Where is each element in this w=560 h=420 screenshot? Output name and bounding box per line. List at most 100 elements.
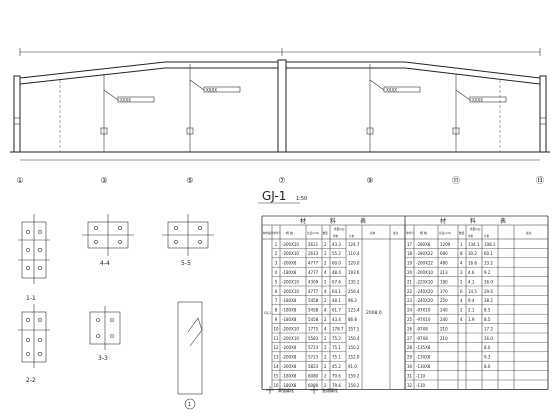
row-right-qty: 2 — [460, 279, 463, 284]
row-left-total-weight: 150.2 — [348, 345, 360, 350]
row-left-total-weight: 123.4 — [348, 308, 360, 313]
header-spec: 规 格 — [286, 230, 293, 235]
row-right-spec: -130X8 — [416, 355, 431, 360]
row-left-length: 5458 — [308, 317, 319, 322]
row-right-part-no: 21 — [407, 279, 413, 284]
detail-1-1 — [18, 214, 50, 284]
row-left-part-no: 10 — [273, 326, 279, 331]
row-left-spec: -180X8 — [282, 308, 297, 313]
table-title-left-char: 料 — [330, 217, 336, 225]
row-right-total-weight: 29.6 — [484, 289, 493, 294]
portal-frame-elevation: XXXX XXXX XXXX XXXX ① ③ ⑤ ⑦ ⑨ ⑪ ⑬ GJ-1 1… — [10, 48, 550, 204]
legend: 高强螺栓 普通螺栓 — [266, 386, 338, 394]
connection-details: 1-1 4-4 5-5 2-2 — [18, 214, 214, 410]
row-left-qty: 2 — [324, 364, 327, 369]
section-label-2-2: 2-2 — [26, 377, 36, 384]
interior-struts — [59, 64, 501, 152]
row-left-spec: -180X8 — [282, 270, 297, 275]
row-right-length: 1209 — [440, 242, 451, 247]
legend-item-bolt: 普通螺栓 — [322, 387, 338, 393]
row-left-qty: 2 — [324, 298, 327, 303]
row-left-length: 6080 — [308, 383, 319, 388]
row-left-qty: 2 — [324, 383, 327, 388]
row-right-part-no: 17 — [407, 242, 413, 247]
row-right-part-no: 28 — [407, 345, 413, 350]
frame-scale: 1:50 — [296, 196, 307, 202]
row-left-length: 5823 — [308, 364, 319, 369]
row-left-length: 2613 — [308, 251, 319, 256]
row-right-part-no: 30 — [407, 364, 413, 369]
row-left-qty: 2 — [324, 345, 327, 350]
header-spec-r: 规 格 — [420, 230, 427, 235]
row-left-spec: -200X10 — [282, 279, 299, 284]
row-left-qty: 2 — [324, 317, 327, 322]
row-left-unit-weight: 79.6 — [332, 373, 341, 378]
row-left-unit-weight: 79.6 — [332, 383, 341, 388]
row-right-length: 680 — [440, 251, 448, 256]
header-part-no-r: 零件号 — [406, 231, 414, 235]
row-right-spec: -135X8 — [416, 345, 431, 350]
row-left-part-no: 7 — [275, 298, 278, 303]
row-left-length: 5723 — [308, 355, 319, 360]
row-left-unit-weight: 75.1 — [332, 345, 341, 350]
row-left-total-weight: 91.0 — [348, 364, 357, 369]
row-right-unit-weight: 4.6 — [468, 270, 475, 275]
row-left-unit-weight: 67.6 — [332, 279, 341, 284]
row-left-part-no: 14 — [273, 364, 279, 369]
row-right-qty: 4 — [460, 317, 463, 322]
row-left-total-weight: 110.4 — [348, 251, 360, 256]
row-left-total-weight: 124.7 — [348, 242, 360, 247]
row-right-total-weight: 38.2 — [484, 298, 493, 303]
detail-4-4 — [82, 214, 134, 256]
row-right-total-weight: 8.0 — [484, 364, 491, 369]
row-left-length: 1775 — [308, 326, 319, 331]
row-right-spec: -220X10 — [416, 279, 433, 284]
row-right-spec: -200X10 — [416, 270, 433, 275]
table-title-right-char: 表 — [500, 217, 506, 225]
row-right-unit-weight: 134.1 — [468, 242, 480, 247]
row-left-length: 5583 — [308, 336, 319, 341]
row-left-part-no: 6 — [275, 289, 278, 294]
row-right-length: 213 — [440, 270, 448, 275]
row-left-part-no: 13 — [273, 355, 279, 360]
row-right-total-weight: 8.5 — [484, 317, 491, 322]
row-left-length: 4777 — [308, 289, 319, 294]
truss-tags: XXXX XXXX XXXX XXXX — [103, 79, 507, 103]
row-right-total-weight: 8.5 — [484, 308, 491, 313]
right-column — [539, 75, 547, 153]
connection-plates — [13, 117, 547, 135]
row-left-length: 4777 — [308, 270, 319, 275]
detail-1-bubble — [184, 398, 196, 410]
row-right-qty: 4 — [460, 298, 463, 303]
row-left-unit-weight: 61.7 — [332, 308, 341, 313]
row-left-spec: -180X8 — [282, 383, 297, 388]
row-right-spec: -280X22 — [416, 251, 433, 256]
header-unit-weight: 单重 — [333, 234, 339, 238]
row-right-length: 240 — [440, 317, 448, 322]
truss-tag-2: XXXX — [206, 88, 217, 93]
row-left-qty: 2 — [324, 261, 327, 266]
row-right-total-weight: 60.1 — [484, 251, 493, 256]
row-left-part-no: 3 — [275, 261, 278, 266]
row-left-spec: -180X8 — [282, 317, 297, 322]
row-left-unit-weight: 48.1 — [332, 298, 341, 303]
row-right-length: 240 — [440, 308, 448, 313]
header-remark-r: 备注 — [526, 231, 532, 235]
detail-5-5 — [162, 214, 214, 256]
row-left-spec: -200X8 — [282, 355, 297, 360]
row-left-length: 6080 — [308, 373, 319, 378]
truss-tag-1: XXXX — [120, 98, 131, 103]
row-left-spec: -180X8 — [282, 298, 297, 303]
row-right-spec: -280X8 — [416, 242, 431, 247]
axis-label-4: ⑦ — [278, 176, 285, 185]
section-label-1: 1 — [188, 402, 191, 408]
table-title-left-char: 材 — [300, 217, 306, 225]
row-right-part-no: 27 — [407, 336, 413, 341]
row-right-qty: 2 — [460, 270, 463, 275]
left-column — [13, 75, 21, 153]
table-title-left-char: 表 — [360, 217, 366, 225]
header-total-weight-r: 共重 — [484, 234, 490, 238]
row-right-unit-weight: 1.9 — [468, 317, 475, 322]
row-left-qty: 2 — [324, 373, 327, 378]
row-left-spec: -200X10 — [282, 336, 299, 341]
